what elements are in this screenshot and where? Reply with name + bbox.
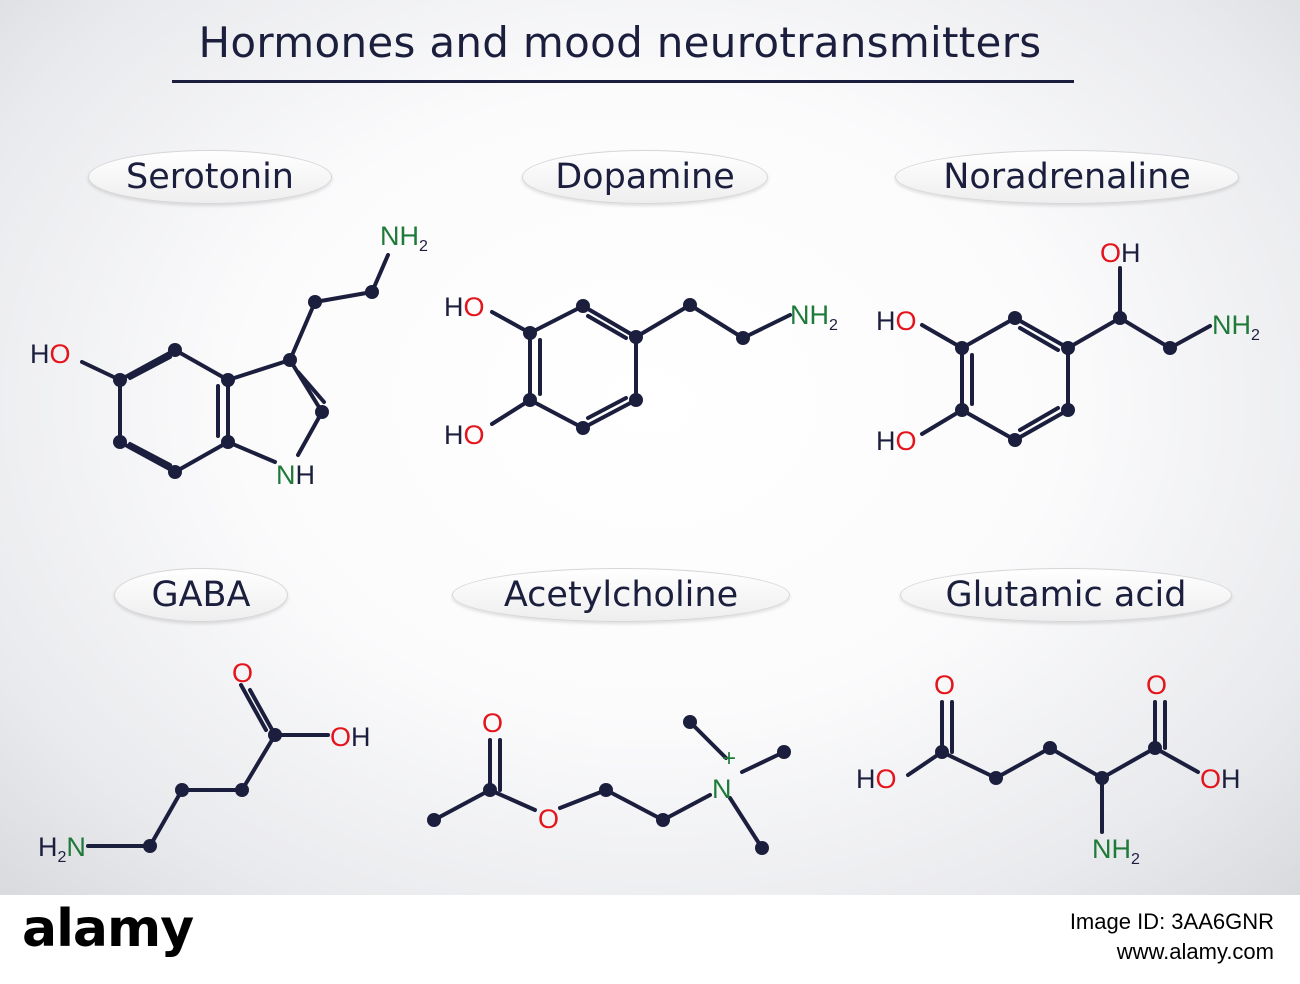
glutamic-acid-structure — [906, 700, 1200, 834]
gaba-carbonyl-o-label: O — [232, 658, 253, 688]
noradrenaline-amine-label: NH2 — [1212, 310, 1260, 344]
label-glutamic-acid: Glutamic acid — [900, 568, 1232, 622]
title-underline — [172, 80, 1074, 83]
label-gaba: GABA — [114, 568, 288, 622]
label-dopamine: Dopamine — [522, 150, 768, 204]
glutamic-right-carbonyl-o-label: O — [1146, 670, 1167, 700]
glutamic-right-hydroxyl-label: OH — [1200, 764, 1241, 794]
serotonin-amine-label: NH2 — [380, 221, 428, 255]
glutamic-left-carbonyl-o-label: O — [934, 670, 955, 700]
label-serotonin: Serotonin — [88, 150, 332, 204]
atom-dots — [113, 285, 1177, 855]
gaba-hydroxyl-label: OH — [330, 722, 371, 752]
dopamine-hydroxyl-top-label: HO — [444, 292, 485, 322]
dopamine-amine-label: NH2 — [790, 300, 838, 334]
molecule-structures: NH2 HO NH HO HO NH2 OH HO HO NH2 O OH H2… — [30, 221, 1260, 868]
acetylcholine-charge-label: + — [722, 745, 736, 772]
watermark-footer: alamy Image ID: 3AA6GNR www.alamy.com — [0, 895, 1300, 984]
page-title: Hormones and mood neurotransmitters — [198, 18, 1042, 67]
dopamine-structure — [490, 303, 792, 430]
dopamine-hydroxyl-bottom-label: HO — [444, 420, 485, 450]
serotonin-structure — [80, 253, 390, 474]
gaba-amine-label: H2N — [38, 832, 86, 866]
noradrenaline-hydroxyl-top-label: HO — [876, 306, 917, 336]
acetylcholine-ester-o-label: O — [538, 804, 559, 834]
noradrenaline-structure — [920, 266, 1212, 442]
acetylcholine-carbonyl-o-label: O — [482, 708, 503, 738]
glutamic-amine-label: NH2 — [1092, 834, 1140, 868]
acetylcholine-nitrogen-label: N — [712, 774, 732, 804]
watermark-logo: alamy — [22, 899, 194, 959]
watermark-url: www.alamy.com — [1116, 939, 1274, 964]
label-acetylcholine: Acetylcholine — [452, 568, 790, 622]
noradrenaline-hydroxyl-bottom-label: HO — [876, 426, 917, 456]
glutamic-left-hydroxyl-label: HO — [856, 764, 897, 794]
label-noradrenaline: Noradrenaline — [895, 150, 1239, 204]
watermark-image-id: Image ID: 3AA6GNR — [1069, 909, 1274, 934]
serotonin-nh-label: NH — [276, 460, 315, 490]
serotonin-hydroxyl-label: HO — [30, 339, 71, 369]
noradrenaline-side-oh-label: OH — [1100, 238, 1141, 268]
poster: Hormones and mood neurotransmitters Sero… — [0, 0, 1300, 895]
acetylcholine-structure — [432, 720, 786, 850]
gaba-structure — [86, 683, 330, 848]
